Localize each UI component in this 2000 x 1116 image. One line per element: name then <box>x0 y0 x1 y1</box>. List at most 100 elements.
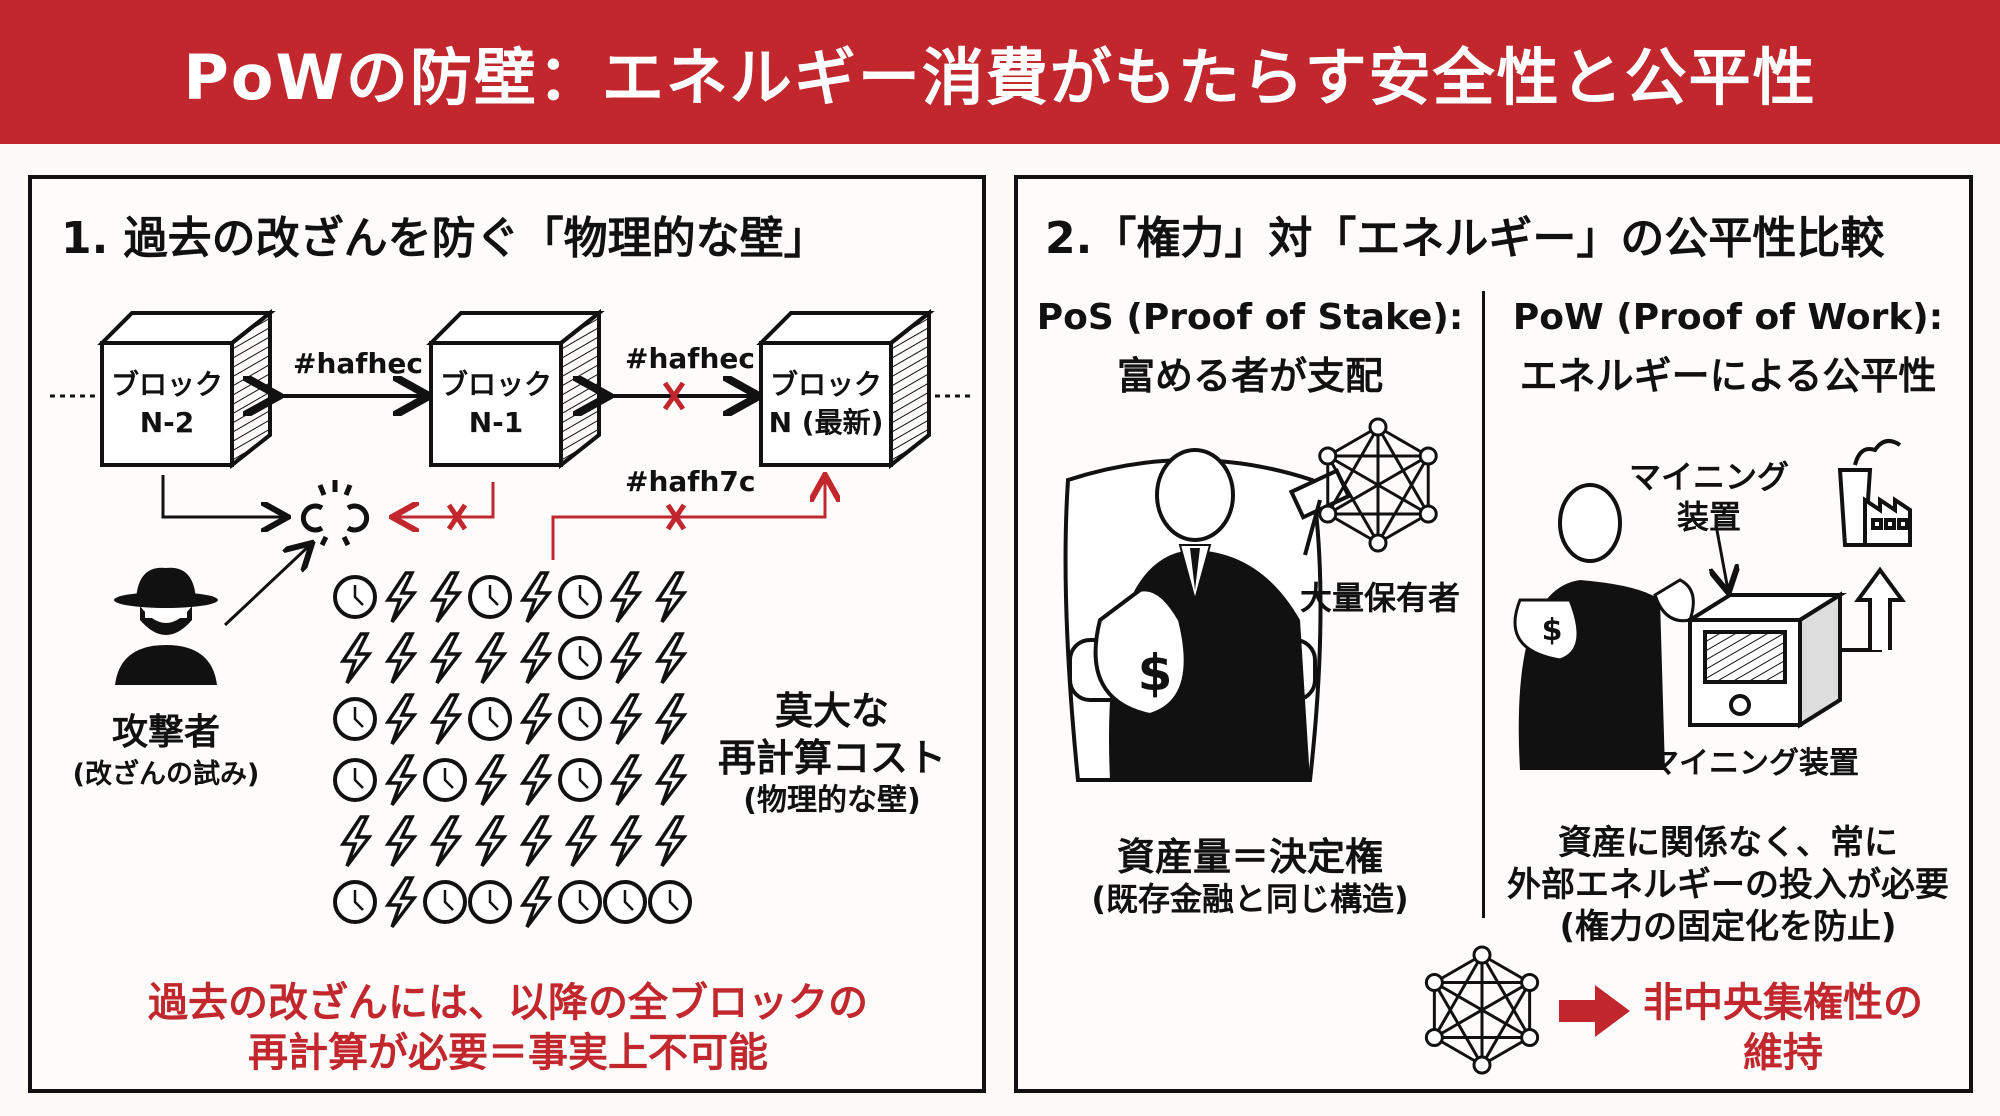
lightning-icon <box>339 632 373 685</box>
lightning-icon <box>519 754 553 807</box>
red-broken-arrow <box>395 482 495 517</box>
cost-label-3: (物理的な壁) <box>743 783 921 818</box>
lightning-icon <box>654 571 688 624</box>
attack-arrow <box>223 545 310 627</box>
lightning-icon <box>474 632 508 685</box>
red-x-2 <box>665 503 687 531</box>
lightning-icon <box>474 754 508 807</box>
clock-icon <box>423 880 467 924</box>
left-panel-title: 1. 過去の改ざんを防ぐ「物理的な壁」 <box>61 213 828 264</box>
network-edge <box>1377 512 1429 545</box>
cost-label-2: 再計算コスト <box>717 736 947 780</box>
lightning-icon <box>564 815 598 868</box>
holder-label: 大量保有者 <box>1299 579 1461 617</box>
lightning-icon <box>429 632 463 685</box>
clock-icon <box>468 575 512 619</box>
lightning-icon <box>429 815 463 868</box>
conclusion-line-1: 過去の改ざんには、以降の全ブロックの <box>148 980 868 1026</box>
lightning-icon <box>654 754 688 807</box>
network-edge <box>1377 425 1429 458</box>
hash-label-2: #hafhec <box>625 342 755 375</box>
device-label-top-1: マイニング <box>1628 458 1790 496</box>
network-edge <box>1326 455 1380 544</box>
network-edge <box>1433 981 1531 1039</box>
network-node <box>1424 973 1444 992</box>
result-line-1: 非中央集権性の <box>1643 980 1923 1026</box>
pos-caption-1: 資産量＝決定権 <box>1116 835 1384 879</box>
mining-device-icon <box>1683 591 1882 729</box>
network-node <box>1368 533 1388 553</box>
pow-caption-2: 外部エネルギーの投入が必要 <box>1507 865 1949 905</box>
cube-shape <box>756 308 935 470</box>
wealthy-man-icon: $ <box>1093 448 1310 780</box>
clock-icon <box>333 575 377 619</box>
attacker-icon <box>114 567 218 685</box>
hash-label-1: #hafhec <box>293 347 423 380</box>
attacker-label: 攻撃者 <box>111 712 221 753</box>
cube-shape <box>426 308 605 470</box>
lightning-icon <box>654 815 688 868</box>
block-label: ブロック <box>110 368 223 401</box>
red-x-1 <box>446 503 468 531</box>
clock-icon <box>648 880 692 924</box>
clock-icon <box>468 697 512 741</box>
lightning-icon <box>519 815 553 868</box>
lightning-icon <box>384 571 418 624</box>
original-link-path <box>161 475 285 517</box>
energy-time-grid <box>333 571 692 929</box>
clock-icon <box>423 758 467 802</box>
lightning-icon <box>654 632 688 685</box>
network-edge <box>1433 981 1484 1066</box>
factory-icon <box>1837 439 1912 547</box>
clock-icon <box>558 758 602 802</box>
person-icon: $ <box>1513 483 1695 770</box>
network-node <box>1520 1028 1540 1047</box>
clock-icon <box>333 880 377 924</box>
tampered-hash-label: #hafh7c <box>625 465 756 498</box>
conclusion-line-2: 再計算が必要＝事実上不可能 <box>248 1030 768 1076</box>
network-node <box>1418 504 1438 524</box>
network-node <box>1368 417 1388 437</box>
lightning-icon <box>384 876 418 929</box>
device-label-bottom: マイニング装置 <box>1649 746 1859 781</box>
lightning-icon <box>519 876 553 929</box>
red-x-link <box>662 381 686 411</box>
pow-heading-1: PoW (Proof of Work): <box>1512 297 1944 338</box>
pos-caption-2: (既存金融と同じ構造) <box>1091 880 1409 918</box>
device-pointer-arrow <box>1716 524 1728 590</box>
lightning-icon <box>429 693 463 746</box>
svg-text:$: $ <box>1138 644 1173 702</box>
lightning-icon <box>609 693 643 746</box>
network-icon-result <box>1424 945 1540 1075</box>
page-title: PoWの防壁：エネルギー消費がもたらす安全性と公平性 <box>183 41 1817 114</box>
network-icon-pos <box>1318 417 1438 553</box>
lightning-icon <box>429 571 463 624</box>
clock-icon <box>603 880 647 924</box>
lightning-icon <box>384 815 418 868</box>
broken-chain-icon <box>300 480 370 547</box>
cost-label-1: 莫大な <box>774 689 890 733</box>
clock-icon <box>333 697 377 741</box>
lightning-icon <box>519 693 553 746</box>
block-number: N-2 <box>139 406 195 439</box>
tampered-path <box>551 478 825 560</box>
clock-icon <box>333 758 377 802</box>
lightning-icon <box>654 693 688 746</box>
lightning-icon <box>384 632 418 685</box>
network-edge <box>1327 425 1379 458</box>
lightning-icon <box>384 754 418 807</box>
attacker-sublabel: (改ざんの試み) <box>72 759 260 790</box>
network-node <box>1318 446 1338 466</box>
lightning-icon <box>609 571 643 624</box>
lightning-icon <box>519 571 553 624</box>
cube-shape <box>97 308 276 470</box>
energy-up-arrow-icon <box>1854 566 1906 650</box>
block-n-2[interactable]: ブロック N-2 <box>97 308 276 470</box>
lightning-icon <box>519 632 553 685</box>
block-number: N-1 <box>468 406 524 439</box>
network-node <box>1472 1055 1492 1075</box>
